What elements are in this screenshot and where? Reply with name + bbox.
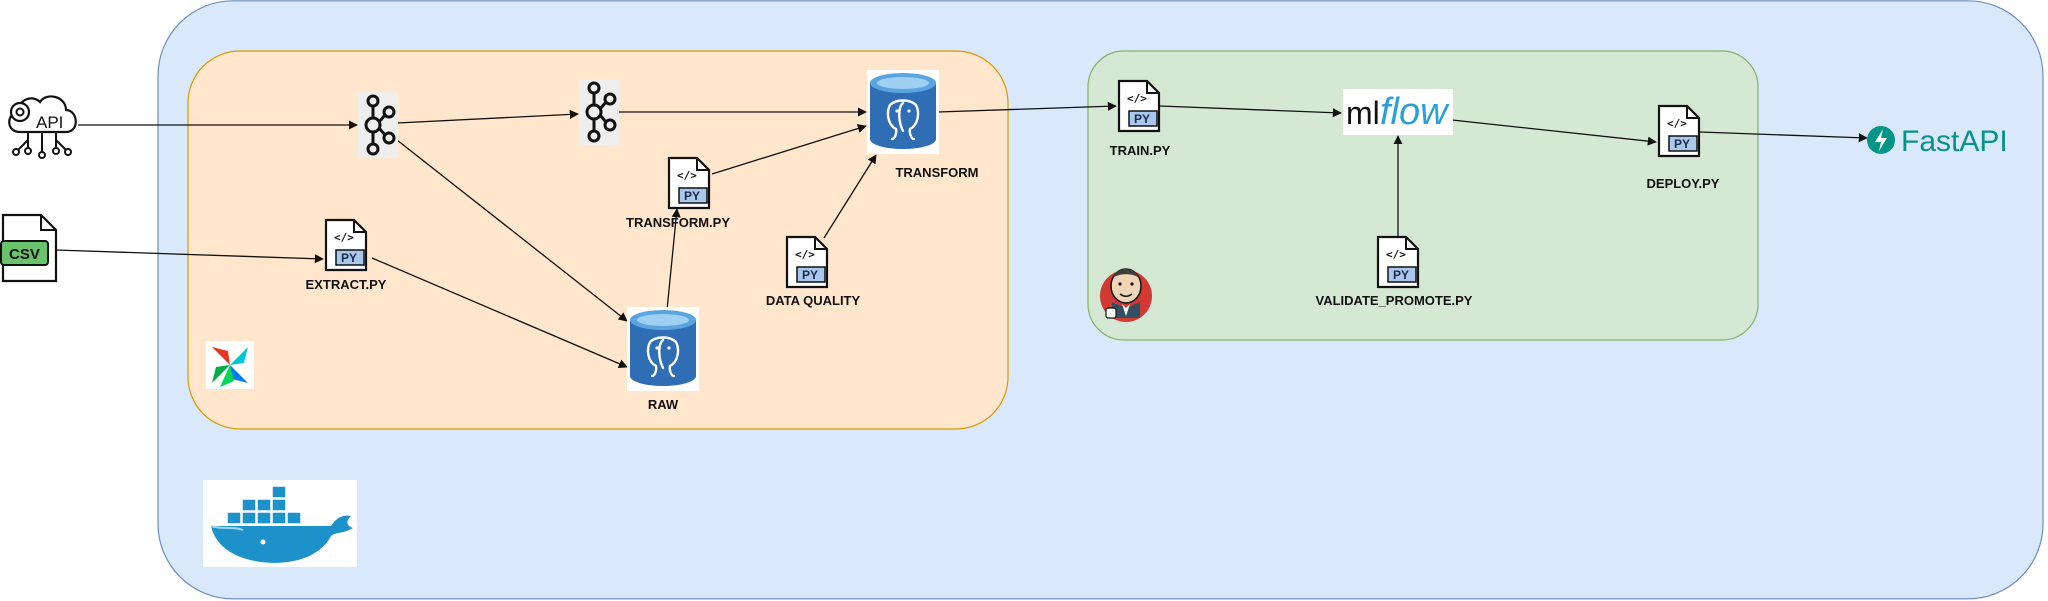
transform-database[interactable]: [865, 68, 941, 156]
jenkins-logo: [1100, 268, 1152, 322]
code-glyph: </>: [334, 231, 354, 244]
transform-script-label: TRANSFORM.PY: [626, 215, 730, 230]
fastapi-label: FastAPI: [1901, 125, 2008, 158]
fastapi-logo-icon: [1867, 126, 1895, 154]
edge-deploy-to-fastapi: [1699, 131, 1868, 143]
edge-transform-db-to-train: [937, 101, 1117, 113]
postgresql-icon: [625, 305, 701, 393]
edge-extract-to-raw: [371, 257, 628, 368]
edge-train-to-mlflow: [1159, 105, 1342, 118]
py-badge: PY: [684, 189, 700, 203]
train-script[interactable]: </> PY: [1117, 79, 1161, 133]
mlflow-ml-text: ml: [1346, 95, 1380, 131]
py-badge: PY: [1393, 268, 1409, 282]
extract-label: EXTRACT.PY: [306, 277, 387, 292]
edge-raw-to-transform-script: [666, 208, 681, 311]
postgresql-icon: [865, 68, 941, 156]
deploy-script[interactable]: </> PY: [1657, 104, 1701, 158]
deploy-label: DEPLOY.PY: [1647, 176, 1720, 191]
csv-label: CSV: [9, 246, 40, 263]
edge-transform-script-to-transform-db: [711, 124, 867, 175]
airflow-logo: [206, 341, 254, 389]
edges: [55, 101, 1868, 368]
kafka-icon: [356, 90, 400, 160]
jenkins-icon: [1100, 268, 1152, 322]
api-label: API: [36, 113, 63, 132]
validate-label: VALIDATE_PROMOTE.PY: [1316, 293, 1473, 308]
docker-logo: [203, 480, 357, 567]
fastapi-service[interactable]: FastAPI: [1867, 125, 2008, 158]
edge-data-quality-to-transform-db: [823, 154, 877, 239]
kafka-topic-2[interactable]: [577, 77, 621, 147]
csv-file-icon: [0, 213, 58, 283]
api-source[interactable]: API: [8, 95, 77, 159]
py-badge: PY: [802, 268, 818, 282]
airflow-logo-icon: [212, 347, 248, 387]
kafka-topic-1[interactable]: [356, 90, 400, 160]
py-badge: PY: [341, 251, 357, 265]
code-glyph: </>: [795, 248, 815, 261]
mlflow-server[interactable]: ml flow: [1343, 89, 1453, 135]
mlflow-flow-text: flow: [1380, 91, 1450, 133]
data-quality-script[interactable]: </> PY: [785, 235, 829, 289]
train-label: TRAIN.PY: [1110, 143, 1171, 158]
transform-script[interactable]: </> PY: [667, 156, 711, 210]
raw-database[interactable]: [625, 305, 701, 393]
edge-kafka1-to-kafka2: [396, 109, 579, 124]
mlflow-logo-icon: [1343, 89, 1453, 135]
docker-whale-icon: [210, 485, 353, 563]
code-glyph: </>: [1386, 248, 1406, 261]
raw-label: RAW: [648, 397, 679, 412]
data-quality-label: DATA QUALITY: [766, 293, 861, 308]
code-glyph: </>: [1667, 117, 1687, 130]
jenkins-pipeline-group: [1087, 50, 1759, 341]
py-badge: PY: [1674, 137, 1690, 151]
extract-script[interactable]: </> PY: [324, 218, 368, 272]
edge-kafka1-to-raw: [396, 139, 628, 322]
edge-mlflow-to-deploy: [1451, 119, 1657, 146]
validate-promote-script[interactable]: </> PY: [1376, 235, 1420, 289]
csv-source[interactable]: CSV: [0, 213, 58, 283]
transform-db-label: TRANSFORM: [895, 165, 978, 180]
edge-csv-to-extract: [55, 249, 324, 264]
kafka-icon: [577, 77, 621, 147]
py-badge: PY: [1134, 112, 1150, 126]
code-glyph: </>: [1127, 92, 1147, 105]
api-cloud-icon: [8, 95, 77, 159]
code-glyph: </>: [677, 169, 697, 182]
